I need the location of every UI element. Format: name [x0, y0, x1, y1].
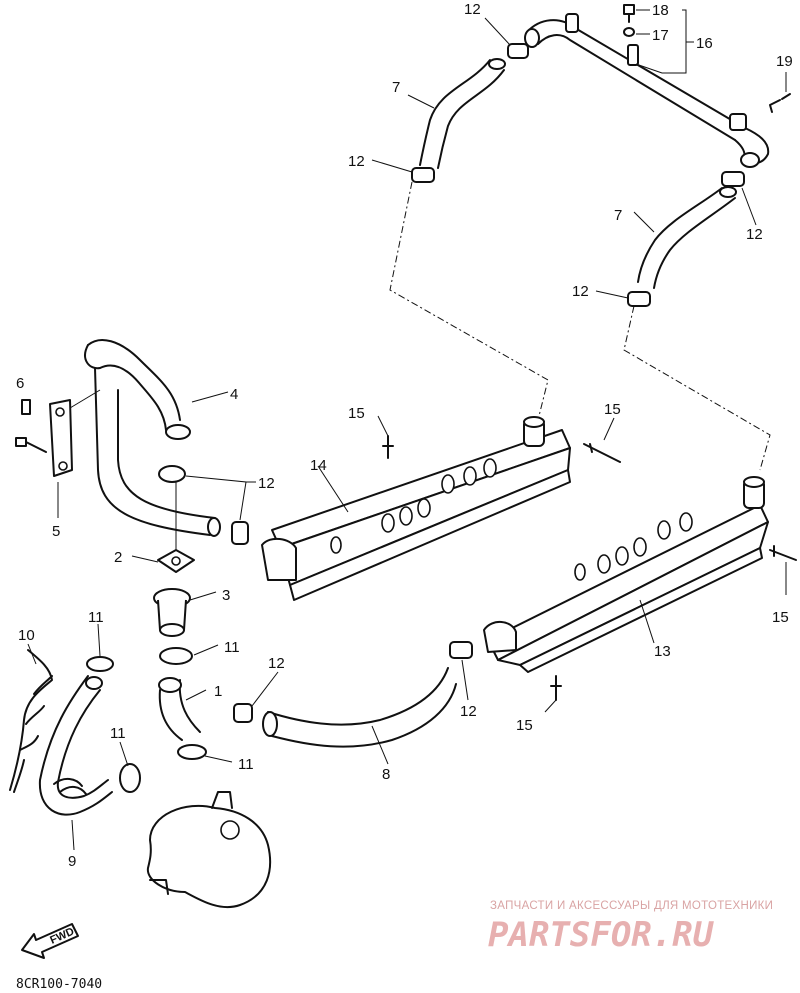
callout-18: 18: [652, 2, 669, 19]
clamp-12-top: [507, 43, 529, 59]
callout-15-d: 15: [516, 717, 533, 734]
clamp-12-right-top: [721, 171, 745, 187]
thermostat-2: [157, 549, 195, 573]
radiator-13: [483, 476, 769, 673]
hose-1: [158, 677, 201, 741]
clamp-11-lower: [177, 744, 207, 760]
callout-12-right: 12: [746, 226, 763, 243]
clamp-11-hose-9-lower: [119, 763, 141, 793]
clamp-12-hose-8: [233, 703, 253, 723]
callout-1: 1: [214, 683, 222, 700]
callout-11-c: 11: [110, 725, 126, 742]
clamp-12-left-hose: [411, 167, 435, 183]
callout-9: 9: [68, 853, 76, 870]
bracket-5: [49, 399, 73, 477]
washer-17: [623, 27, 635, 37]
callout-12-mid: 12: [572, 283, 589, 300]
callout-16: 16: [696, 35, 713, 52]
rivet-15-b: [583, 443, 621, 463]
water-pump-housing: [146, 791, 272, 909]
callout-12-rad13: 12: [460, 703, 477, 720]
callout-11-a: 11: [88, 609, 104, 626]
callout-15-a: 15: [348, 405, 365, 422]
clamp-12-radiator-13: [449, 641, 473, 659]
callout-6: 6: [16, 375, 24, 392]
diagram-code: 8CR100-7040: [16, 977, 102, 992]
clamp-12-hose-4-end: [231, 521, 249, 545]
hose-4: [84, 339, 221, 537]
rivet-15-c: [769, 545, 797, 561]
callout-11-d: 11: [238, 756, 254, 773]
callout-17: 17: [652, 27, 669, 44]
clamp-11-upper: [159, 647, 193, 665]
rivet-19: [769, 93, 791, 113]
crossover-pipe: [524, 13, 770, 168]
fwd-arrow-icon: [21, 923, 79, 959]
hose-7-right: [637, 186, 737, 289]
clamp-11-hose-9: [86, 656, 114, 672]
housing-3: [153, 588, 191, 637]
callout-3: 3: [222, 587, 230, 604]
callout-2: 2: [114, 549, 122, 566]
callout-8: 8: [382, 766, 390, 783]
clamp-12-hose-4: [158, 465, 186, 483]
bolt-6: [15, 399, 47, 453]
callout-15-b: 15: [604, 401, 621, 418]
watermark-brand: PARTSFOR.RU: [488, 915, 715, 955]
clamp-12-right-bottom: [627, 291, 651, 307]
callout-5: 5: [52, 523, 60, 540]
watermark-tagline: ЗАПЧАСТИ И АКСЕССУАРЫ ДЛЯ МОТОТЕХНИКИ: [490, 900, 773, 912]
hose-7-left: [419, 58, 506, 169]
callout-12-left: 12: [348, 153, 365, 170]
callout-13: 13: [654, 643, 671, 660]
callout-12-hose4: 12: [258, 475, 275, 492]
radiator-14: [261, 416, 571, 601]
callout-11-b: 11: [224, 639, 240, 656]
callout-10: 10: [18, 627, 35, 644]
rivet-15-d: [550, 675, 562, 701]
hose-8: [262, 667, 457, 748]
callout-7-right: 7: [614, 207, 622, 224]
callout-12-top: 12: [464, 1, 481, 18]
callout-7-left: 7: [392, 79, 400, 96]
bleed-screw-18: [623, 4, 635, 23]
callout-15-c: 15: [772, 609, 789, 626]
callout-19: 19: [776, 53, 793, 70]
callout-14: 14: [310, 457, 327, 474]
callout-12-hose8: 12: [268, 655, 285, 672]
hose-9: [38, 675, 113, 816]
hose-10-spring: [9, 649, 53, 793]
callout-4: 4: [230, 386, 238, 403]
rivet-15-a: [382, 435, 394, 459]
